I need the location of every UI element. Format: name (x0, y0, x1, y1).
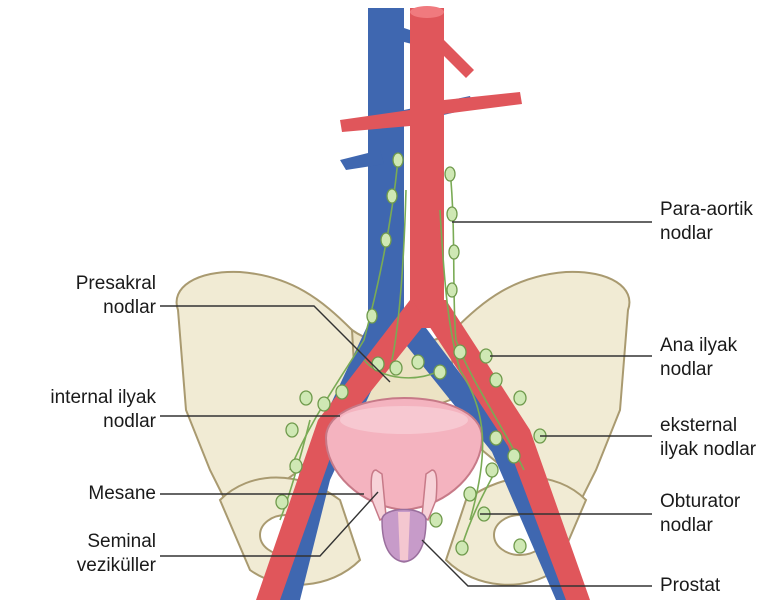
presacral-label: Presakral nodlar (46, 272, 156, 320)
common-iliac-label: Ana ilyak nodlar (660, 334, 737, 382)
external-iliac-label-line2: ilyak nodlar (660, 438, 756, 462)
seminal-vesicles-label-line2: veziküller (36, 554, 156, 578)
seminal-vesicles-label: Seminal veziküller (36, 530, 156, 578)
bladder-label: Mesane (46, 482, 156, 506)
para-aortic-label-line2: nodlar (660, 222, 753, 246)
internal-iliac-label-line1: internal ilyak (6, 386, 156, 410)
para-aortic-label: Para-aortik nodlar (660, 198, 753, 246)
seminal-vesicles-label-line1: Seminal (36, 530, 156, 554)
presacral-label-line2: nodlar (46, 296, 156, 320)
common-iliac-label-line1: Ana ilyak (660, 334, 737, 358)
prostate-label: Prostat (660, 574, 720, 598)
prostate-label-text: Prostat (660, 574, 720, 598)
common-iliac-label-line2: nodlar (660, 358, 737, 382)
internal-iliac-label-line2: nodlar (6, 410, 156, 434)
bladder-shape (326, 398, 482, 510)
obturator-label: Obturator nodlar (660, 490, 740, 538)
obturator-label-line2: nodlar (660, 514, 740, 538)
obturator-label-line1: Obturator (660, 490, 740, 514)
external-iliac-label: eksternal ilyak nodlar (660, 414, 756, 462)
prostate-shape (382, 510, 426, 563)
presacral-label-line1: Presakral (46, 272, 156, 296)
para-aortic-label-line1: Para-aortik (660, 198, 753, 222)
external-iliac-label-line1: eksternal (660, 414, 756, 438)
bladder-label-text: Mesane (46, 482, 156, 506)
internal-iliac-label: internal ilyak nodlar (6, 386, 156, 434)
